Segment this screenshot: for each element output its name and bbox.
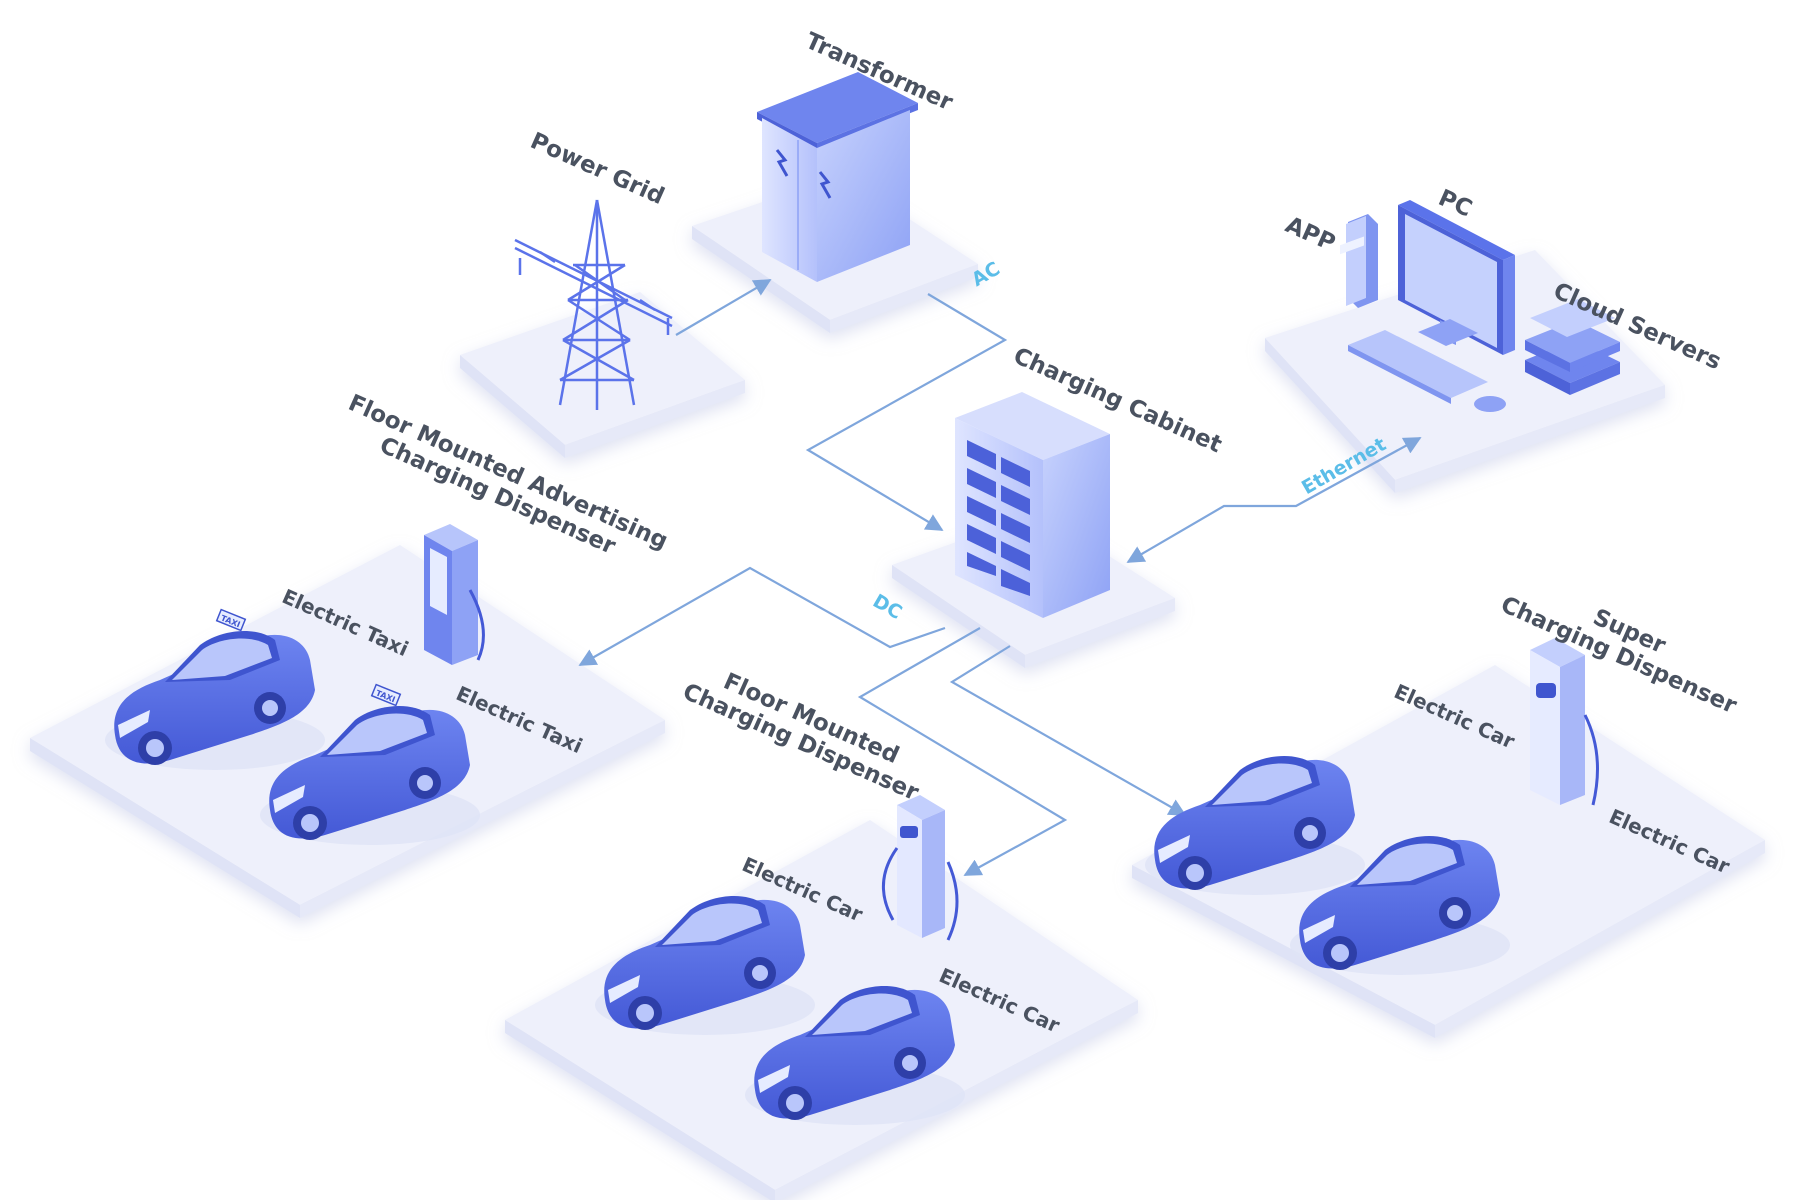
power-tower-icon	[514, 199, 673, 410]
taxi-car-2: TAXI	[260, 683, 480, 845]
line-grid-to-transformer	[675, 279, 772, 336]
line-cabinet-to-taxi	[578, 566, 946, 666]
line-cabinet-to-super	[949, 645, 1187, 816]
line-cabinet-to-pc	[1126, 437, 1422, 563]
mouse-icon	[1474, 396, 1506, 412]
taxi-sign	[215, 608, 247, 632]
keyboard-icon	[1348, 330, 1488, 404]
line-transformer-to-cabinet	[805, 293, 1008, 531]
taxi-sign	[370, 683, 402, 707]
right-car-2	[1290, 835, 1510, 975]
right-car-1	[1145, 755, 1365, 895]
platform-taxi	[30, 545, 665, 918]
app-phone-icon	[1340, 214, 1378, 308]
advertising-dispenser-icon	[424, 524, 485, 665]
mid-car-1	[595, 895, 815, 1035]
charging-cabinet-icon	[955, 392, 1110, 618]
connection-lines	[578, 279, 1422, 876]
platform-power-grid	[460, 292, 745, 458]
super-dispenser-icon	[1530, 638, 1599, 806]
floor-dispenser-icon	[882, 795, 959, 941]
taxi-car-1: TAXI	[105, 608, 325, 770]
transformer-icon	[757, 72, 918, 282]
cloud-server-icon	[1525, 299, 1620, 395]
pc-monitor-icon	[1398, 200, 1515, 355]
mid-car-2	[745, 985, 965, 1125]
line-cabinet-to-floor	[857, 627, 1068, 876]
